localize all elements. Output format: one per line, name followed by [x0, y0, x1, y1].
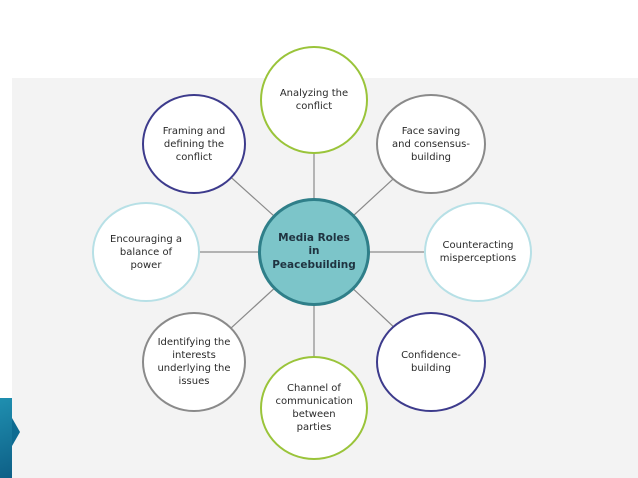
node-label: Face saving and consensus-building [391, 125, 470, 163]
node-confidence-building: Confidence-building [376, 312, 486, 412]
node-analyzing-conflict: Analyzing the conflict [260, 46, 368, 154]
node-label: Framing and defining the conflict [162, 125, 226, 163]
node-identifying-interests: Identifying the interests underlying the… [142, 312, 246, 412]
node-label: Channel of communication between parties [275, 383, 353, 433]
node-label: Confidence-building [401, 350, 461, 374]
node-channel-of-communication: Channel of communication between parties [260, 356, 368, 460]
center-label: Media Roles in Peacebuilding [272, 231, 356, 271]
center-node: Media Roles in Peacebuilding [258, 198, 370, 306]
node-face-saving: Face saving and consensus-building [376, 94, 486, 194]
slide-accent-bar [0, 398, 20, 478]
node-framing-conflict: Framing and defining the conflict [142, 94, 246, 194]
node-label: Analyzing the conflict [279, 88, 349, 112]
node-label: Encouraging a balance of power [110, 233, 182, 271]
node-label: Counteracting misperceptions [439, 240, 517, 264]
node-encouraging-balance: Encouraging a balance of power [92, 202, 200, 302]
node-label: Identifying the interests underlying the… [157, 337, 231, 387]
node-counteracting-misperceptions: Counteracting misperceptions [424, 202, 532, 302]
